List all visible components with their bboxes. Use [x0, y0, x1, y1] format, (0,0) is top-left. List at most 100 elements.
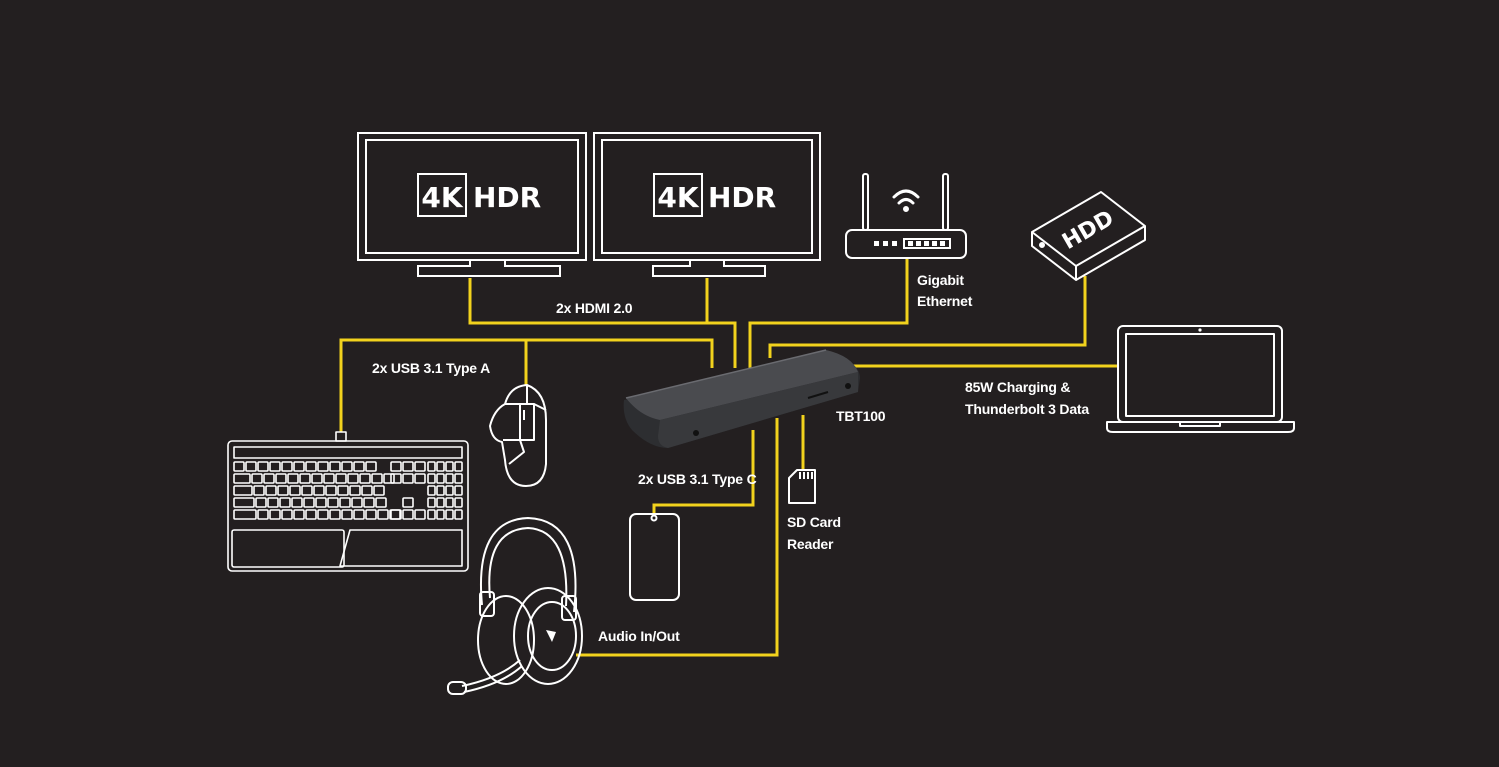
keyboard-key	[327, 497, 339, 508]
keyboard-key	[377, 509, 389, 520]
keyboard-key	[291, 497, 303, 508]
keyboard-key	[305, 509, 317, 520]
monitor-1-badge-4k: 4K	[421, 181, 463, 214]
keyboard-key	[414, 473, 426, 484]
keyboard-key	[454, 497, 463, 508]
keyboard-key	[257, 509, 269, 520]
keyboard-key	[269, 461, 281, 472]
keyboard-key	[267, 497, 279, 508]
keyboard-key	[269, 509, 281, 520]
keyboard-key	[275, 473, 287, 484]
label-usb-a: 2x USB 3.1 Type A	[372, 360, 490, 376]
keyboard-key	[257, 461, 269, 472]
keyboard-key	[414, 509, 426, 520]
keyboard-key	[365, 461, 377, 472]
keyboard-key	[317, 461, 329, 472]
keyboard-key	[245, 461, 257, 472]
keyboard-key	[289, 485, 301, 496]
keyboard-keys	[233, 461, 463, 520]
keyboard-key	[436, 473, 445, 484]
cable-hdd	[768, 276, 1087, 358]
keyboard-key	[287, 473, 299, 484]
keyboard-key	[390, 509, 402, 520]
keyboard-key	[445, 485, 454, 496]
label-sd-line2: Reader	[787, 536, 834, 552]
label-sd-line1: SD Card	[787, 514, 841, 530]
label-charging-line1: 85W Charging &	[965, 379, 1071, 395]
keyboard-key	[281, 509, 293, 520]
keyboard-key	[329, 509, 341, 520]
cable-ethernet	[748, 258, 909, 368]
keyboard-key	[402, 497, 414, 508]
keyboard-key	[263, 473, 275, 484]
keyboard-key	[363, 497, 375, 508]
keyboard-key	[293, 461, 305, 472]
keyboard-key	[402, 461, 414, 472]
sd-card-icon	[788, 469, 816, 504]
label-ethernet-line2: Ethernet	[917, 293, 973, 309]
keyboard-key	[233, 473, 251, 484]
keyboard-key	[255, 497, 267, 508]
keyboard-key	[427, 509, 436, 520]
keyboard-key	[371, 473, 383, 484]
keyboard-key	[277, 485, 289, 496]
keyboard-key	[233, 497, 255, 508]
monitor-icon	[357, 132, 587, 261]
keyboard-key	[383, 473, 395, 484]
keyboard-key	[454, 485, 463, 496]
keyboard-key	[436, 497, 445, 508]
headset-icon	[447, 517, 583, 695]
keyboard-key	[373, 485, 385, 496]
keyboard-key	[305, 461, 317, 472]
keyboard-key	[436, 461, 445, 472]
keyboard-key	[329, 461, 341, 472]
keyboard-key	[414, 461, 426, 472]
label-audio: Audio In/Out	[598, 628, 680, 644]
keyboard-key	[293, 509, 305, 520]
keyboard-key	[445, 497, 454, 508]
keyboard-key	[233, 461, 245, 472]
label-ethernet-line1: Gigabit	[917, 272, 964, 288]
keyboard-key	[353, 461, 365, 472]
keyboard-key	[233, 509, 257, 520]
keyboard-key	[390, 461, 402, 472]
keyboard-key	[361, 485, 373, 496]
keyboard-key	[390, 473, 402, 484]
keyboard-key	[281, 461, 293, 472]
keyboard-key	[325, 485, 337, 496]
keyboard-key	[436, 485, 445, 496]
mouse-icon	[489, 384, 547, 487]
keyboard-key	[402, 473, 414, 484]
keyboard-key	[427, 473, 436, 484]
keyboard-key	[301, 485, 313, 496]
monitor-2	[593, 132, 821, 277]
keyboard-key	[335, 473, 347, 484]
label-charging-line2: Thunderbolt 3 Data	[965, 401, 1089, 417]
keyboard-key	[375, 497, 387, 508]
keyboard-key	[313, 485, 325, 496]
keyboard-key	[339, 497, 351, 508]
dock-icon	[623, 349, 860, 448]
keyboard-key	[454, 461, 463, 472]
keyboard-icon	[227, 431, 469, 572]
keyboard-key	[445, 461, 454, 472]
keyboard-key	[402, 509, 414, 520]
keyboard-key	[341, 509, 353, 520]
keyboard-key	[349, 485, 361, 496]
keyboard-key	[454, 473, 463, 484]
keyboard-key	[311, 473, 323, 484]
router-icon	[845, 173, 967, 259]
keyboard-key	[233, 485, 253, 496]
phone-icon	[629, 513, 680, 601]
monitor-1	[357, 132, 587, 277]
laptop-icon	[1106, 325, 1295, 433]
cables	[339, 258, 1117, 657]
keyboard-key	[337, 485, 349, 496]
keyboard-key	[347, 473, 359, 484]
keyboard-key	[359, 473, 371, 484]
keyboard-key	[317, 509, 329, 520]
keyboard-key	[427, 485, 436, 496]
keyboard-key	[353, 509, 365, 520]
